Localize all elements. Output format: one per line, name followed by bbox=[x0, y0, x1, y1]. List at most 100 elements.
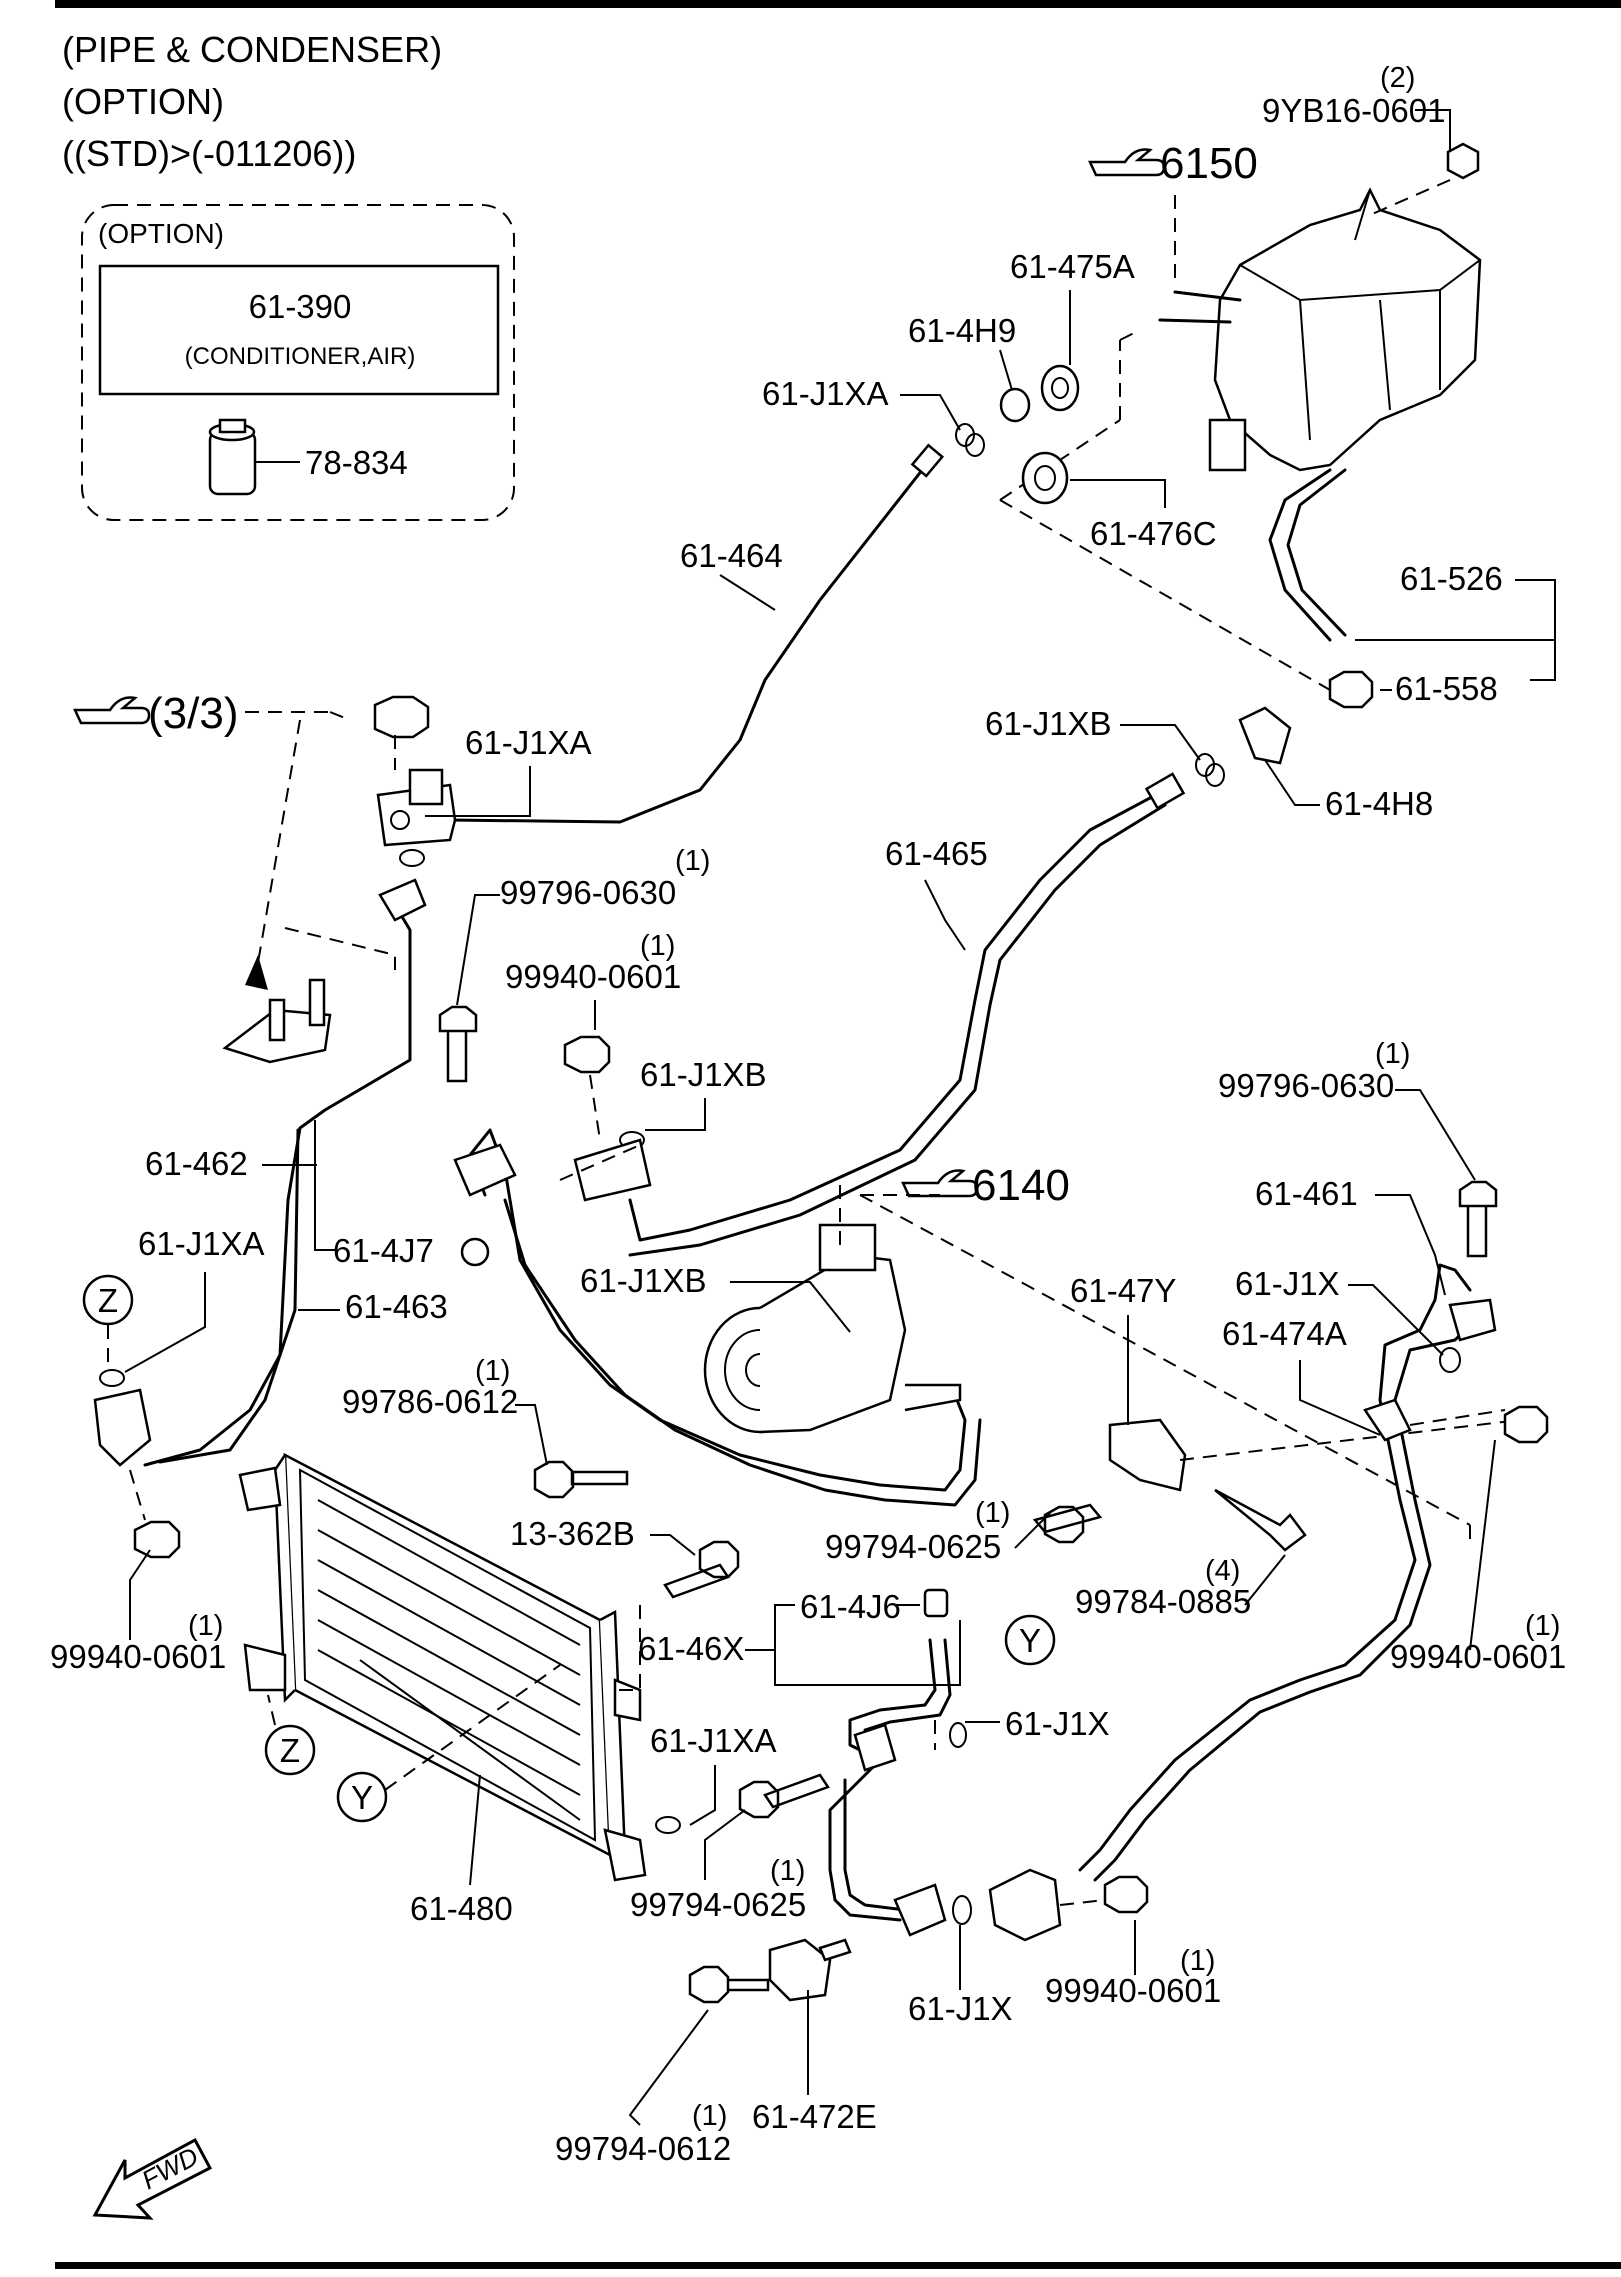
pipe-61-463 bbox=[158, 1128, 300, 1464]
pointing-hand-icon bbox=[1088, 148, 1166, 177]
joint-block-bottom bbox=[988, 1868, 1062, 1942]
label-99796-qty: (1) bbox=[675, 845, 710, 877]
label-476c: 61-476C bbox=[1090, 515, 1217, 552]
label-99786-qty: (1) bbox=[475, 1355, 510, 1387]
pointing-hand-icon bbox=[73, 696, 151, 725]
label-99794-c: 99794-0612 bbox=[555, 2130, 731, 2167]
o-ring-z-icon bbox=[99, 1369, 125, 1387]
label-9yb16-qty: (2) bbox=[1380, 62, 1415, 94]
nut-99940-mid-icon bbox=[563, 1035, 611, 1074]
clamp-474a-icon bbox=[1363, 1398, 1412, 1442]
nut-99940-bottom-icon bbox=[1103, 1875, 1149, 1914]
label-j1xa-left: 61-J1XA bbox=[465, 724, 592, 761]
label-j1xa-bot: 61-J1XA bbox=[650, 1722, 777, 1759]
option-box-title: (OPTION) bbox=[98, 218, 224, 249]
label-j1xb-top: 61-J1XB bbox=[985, 705, 1112, 742]
label-j1x-mid: 61-J1X bbox=[1005, 1705, 1110, 1742]
label-99940-left: 99940-0601 bbox=[50, 1638, 226, 1675]
nut-top-icon bbox=[373, 695, 430, 739]
label-99940-left-qty: (1) bbox=[188, 1610, 223, 1642]
callout-z-top bbox=[82, 1274, 134, 1326]
callout-y-left bbox=[336, 1771, 388, 1823]
nut-9yb16-icon bbox=[1446, 142, 1480, 180]
pipe-61-461 bbox=[1078, 1263, 1472, 1872]
svg-text:Y: Y bbox=[1019, 1622, 1041, 1659]
forward-arrow-icon: FWD bbox=[92, 2137, 213, 2220]
o-ring-j1x-mid-icon bbox=[949, 1722, 967, 1748]
label-13362b: 13-362B bbox=[510, 1515, 635, 1552]
header-title: (PIPE & CONDENSER) bbox=[62, 29, 442, 70]
bolt-99794-c-icon bbox=[688, 1965, 770, 2004]
label-4j7: 61-4J7 bbox=[333, 1232, 434, 1269]
condenser-61-480 bbox=[238, 1452, 647, 1882]
o-ring-j1x-bot-icon bbox=[952, 1895, 972, 1925]
label-99794-b-qty: (1) bbox=[770, 1855, 805, 1887]
o-ring-left-icon bbox=[399, 849, 425, 867]
ref-6150: 6150 bbox=[1088, 139, 1258, 188]
label-99796: 99796-0630 bbox=[500, 874, 676, 911]
ref-3-3: (3/3) bbox=[73, 689, 238, 738]
label-99794-a: 99794-0625 bbox=[825, 1528, 1001, 1565]
pipe-61-464 bbox=[448, 458, 932, 824]
joint-block-mid bbox=[573, 1138, 652, 1202]
callout-y-right bbox=[1004, 1614, 1056, 1666]
label-463: 61-463 bbox=[345, 1288, 448, 1325]
header-range: ((STD)>(-011206)) bbox=[62, 133, 356, 174]
pipe-61-462 bbox=[143, 903, 412, 1467]
label-464: 61-464 bbox=[680, 537, 783, 574]
seal-4h8-icon bbox=[1238, 706, 1292, 765]
label-j1xa-top: 61-J1XA bbox=[762, 375, 889, 412]
label-472e: 61-472E bbox=[752, 2098, 877, 2135]
nut-99940-right-icon bbox=[1503, 1405, 1549, 1444]
o-ring-j1xa-top-icon bbox=[955, 423, 985, 457]
label-474a: 61-474A bbox=[1222, 1315, 1347, 1352]
svg-text:(3/3): (3/3) bbox=[148, 689, 238, 738]
compressor bbox=[703, 1223, 962, 1434]
bracket-472e bbox=[768, 1938, 832, 2002]
pointing-hand-icon bbox=[901, 1169, 979, 1198]
seal-4h9-icon bbox=[999, 387, 1031, 423]
o-ring-j1x-right-icon bbox=[1439, 1347, 1461, 1373]
bracket-47y bbox=[1108, 1418, 1187, 1492]
grommet-476c-icon bbox=[1021, 451, 1069, 505]
label-j1xa-z: 61-J1XA bbox=[138, 1225, 265, 1262]
label-99794-a-qty: (1) bbox=[975, 1497, 1010, 1529]
label-461: 61-461 bbox=[1255, 1175, 1358, 1212]
label-99796r: 99796-0630 bbox=[1218, 1067, 1394, 1104]
label-526: 61-526 bbox=[1400, 560, 1503, 597]
svg-text:6140: 6140 bbox=[972, 1161, 1070, 1210]
label-4h9: 61-4H9 bbox=[908, 312, 1016, 349]
label-480: 61-480 bbox=[410, 1890, 513, 1927]
label-475a: 61-475A bbox=[1010, 248, 1135, 285]
option-part-description: (CONDITIONER,AIR) bbox=[185, 343, 416, 370]
svg-text:Z: Z bbox=[280, 1732, 300, 1769]
cap-4j7-icon bbox=[460, 1237, 490, 1267]
label-99940-b-qty: (1) bbox=[1180, 1945, 1215, 1977]
label-99784-qty: (4) bbox=[1205, 1555, 1240, 1587]
cap-4j6-icon bbox=[923, 1588, 949, 1618]
label-99940-r-qty: (1) bbox=[1525, 1610, 1560, 1642]
option-part-number: 61-390 bbox=[249, 288, 352, 325]
label-558: 61-558 bbox=[1395, 670, 1498, 707]
callout-z-bottom bbox=[264, 1724, 316, 1776]
top-border bbox=[55, 0, 1621, 8]
label-99794-c-qty: (1) bbox=[692, 2100, 727, 2132]
label-99940-a: 99940-0601 bbox=[505, 958, 681, 995]
fitting-558-icon bbox=[1328, 670, 1374, 709]
bolt-13-362b-icon bbox=[663, 1540, 740, 1599]
seal-475a-icon bbox=[1040, 364, 1080, 412]
label-99794-b: 99794-0625 bbox=[630, 1886, 806, 1923]
bottom-border bbox=[55, 2262, 1621, 2269]
option-part-box bbox=[98, 264, 500, 396]
valve-block-left bbox=[376, 768, 457, 847]
label-47y: 61-47Y bbox=[1070, 1272, 1176, 1309]
label-j1xb-mid: 61-J1XB bbox=[640, 1056, 767, 1093]
bolt-99794-b-icon bbox=[738, 1773, 830, 1819]
pipe-61-465 bbox=[628, 788, 1167, 1242]
label-9yb16: 9YB16-0601 bbox=[1262, 92, 1445, 129]
label-465: 61-465 bbox=[885, 835, 988, 872]
bolt-99796-icon bbox=[438, 1005, 478, 1083]
option-sub-part: 78-834 bbox=[305, 444, 408, 481]
label-99940-r: 99940-0601 bbox=[1390, 1638, 1566, 1675]
label-4j6: 61-4J6 bbox=[800, 1588, 901, 1625]
